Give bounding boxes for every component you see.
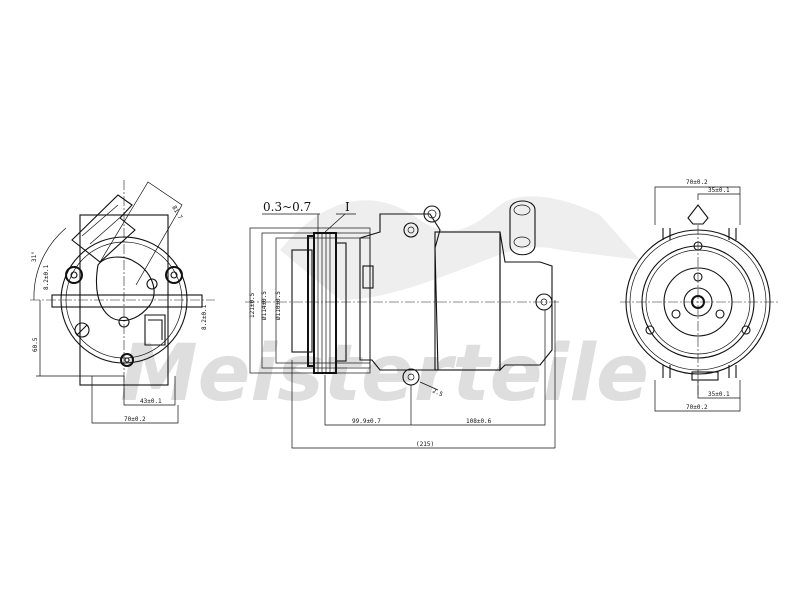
- watermark-text: Meisterteile: [120, 329, 649, 419]
- dim-overall-length: (215): [416, 441, 434, 448]
- dim-top-inner: 35±0.1: [708, 187, 730, 194]
- dim-bottom-outer: 70±0.2: [686, 404, 708, 411]
- left-view: 81.7 31° 8.2±0.1 8.2±0.1 60.5 43±0.1 70±…: [30, 180, 215, 424]
- dim-top-outer: 70±0.2: [686, 179, 708, 186]
- dim-pulley-d3: Ø110±0.5: [275, 291, 282, 320]
- dim-pulley-d1: 121±0.5: [249, 292, 256, 318]
- right-view: 70±0.2 35±0.1 35±0.1 70±0.2: [620, 179, 780, 412]
- dim-bolt-offset: 2.5: [431, 387, 444, 398]
- dim-right-length: 108±0.6: [466, 418, 492, 425]
- dim-top-offset: 8.2±0.1: [43, 264, 50, 290]
- dim-angle: 31°: [31, 251, 38, 262]
- dim-bottom-inner: 35±0.1: [708, 391, 730, 398]
- callout-gap: 0.3~0.7: [263, 200, 311, 214]
- dim-height: 60.5: [32, 337, 39, 352]
- dim-right-offset: 8.2±0.1: [201, 304, 208, 330]
- dim-diag: 81.7: [170, 205, 183, 221]
- side-view: 0.3~0.7 I 121±0.5 Ø114±0.5 Ø110±0.5 2.5: [245, 200, 560, 449]
- watermark: Meisterteile: [120, 196, 649, 419]
- dim-inner-width: 43±0.1: [140, 398, 162, 405]
- dim-left-length: 99.9±0.7: [352, 418, 381, 425]
- callout-detail: I: [345, 200, 350, 214]
- dim-outer-width: 70±0.2: [124, 416, 146, 423]
- dim-pulley-d2: Ø114±0.5: [261, 291, 268, 320]
